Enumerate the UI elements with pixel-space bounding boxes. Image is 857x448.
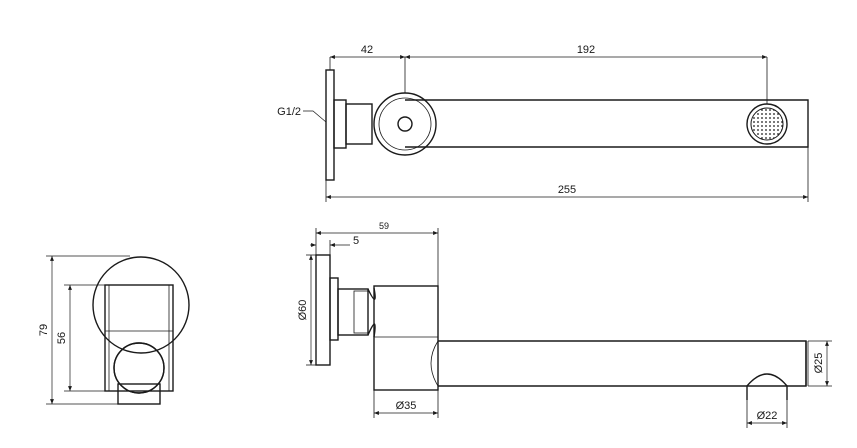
front-body-block	[104, 284, 174, 392]
side-view: 59 5 Ø60 Ø35 Ø25 Ø22	[297, 221, 832, 428]
dim-56-label: 56	[56, 332, 68, 344]
top-spout-body	[405, 99, 809, 148]
front-view: 79 56	[38, 255, 190, 405]
dim-192-label: 192	[577, 44, 595, 56]
top-escutcheon	[333, 99, 347, 149]
side-outlet	[746, 373, 788, 387]
top-collar	[345, 103, 373, 145]
front-spout-base	[117, 383, 161, 405]
dim-60-label: Ø60	[297, 300, 309, 321]
top-flange-plate	[325, 69, 335, 181]
top-handle-inner	[378, 97, 432, 151]
dim-5-label: 5	[353, 235, 359, 247]
top-handle-pin	[397, 116, 413, 132]
dim-35-label: Ø35	[396, 400, 417, 412]
thread-leader	[303, 110, 327, 123]
dim-255-label: 255	[558, 184, 576, 196]
side-body	[373, 285, 439, 391]
dim-79-label: 79	[38, 324, 50, 336]
side-escutcheon	[329, 277, 339, 341]
front-flange-disc	[92, 256, 190, 354]
top-handle-outer	[373, 92, 437, 156]
top-view: 42 192 255 G1/2	[277, 44, 809, 202]
dim-59-label: 59	[379, 221, 389, 231]
side-flange	[315, 254, 331, 366]
dim-25-label: Ø25	[813, 353, 825, 374]
thread-label: G1/2	[277, 106, 301, 118]
dim-22-label: Ø22	[757, 410, 778, 422]
top-aerator-mesh	[750, 107, 784, 141]
dim-42-label: 42	[361, 44, 373, 56]
side-spout	[438, 340, 807, 387]
side-collar	[337, 288, 369, 336]
